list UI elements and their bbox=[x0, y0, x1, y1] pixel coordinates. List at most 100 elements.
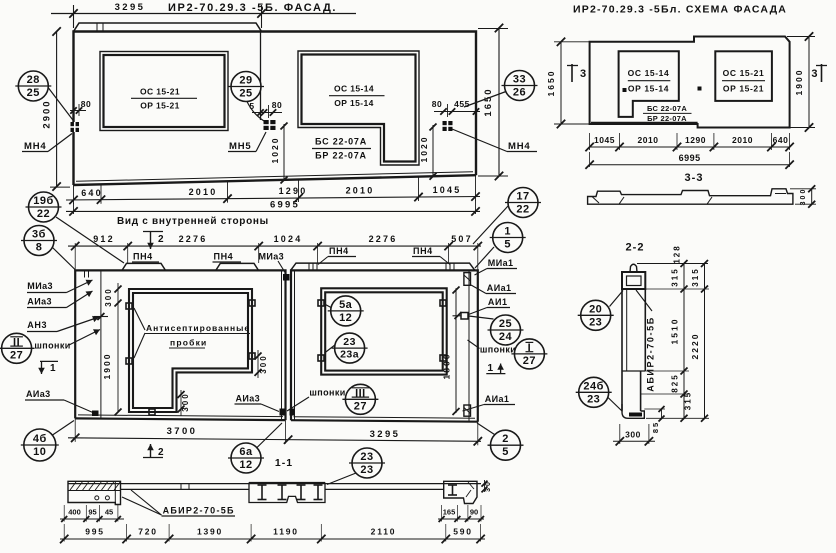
svg-text:19б: 19б bbox=[33, 195, 54, 207]
svg-text:АИа3: АИа3 bbox=[236, 394, 261, 404]
svg-text:80: 80 bbox=[432, 99, 442, 109]
svg-text:825: 825 bbox=[671, 373, 680, 392]
svg-text:80: 80 bbox=[272, 100, 282, 110]
svg-text:МН5: МН5 bbox=[229, 141, 251, 152]
svg-text:300: 300 bbox=[181, 392, 190, 411]
svg-text:МН4: МН4 bbox=[24, 141, 46, 152]
svg-text:3295: 3295 bbox=[115, 2, 146, 13]
svg-text:165: 165 bbox=[443, 508, 456, 517]
svg-text:1290: 1290 bbox=[279, 186, 308, 196]
svg-text:455: 455 bbox=[454, 99, 470, 109]
svg-text:АИа1: АИа1 bbox=[487, 283, 512, 293]
svg-text:Вид с внутренней стороны: Вид с внутренней стороны bbox=[117, 216, 269, 227]
svg-text:БС 22-07А: БС 22-07А bbox=[647, 104, 687, 113]
svg-text:12: 12 bbox=[339, 312, 352, 324]
svg-text:23: 23 bbox=[589, 316, 602, 328]
svg-text:1: 1 bbox=[504, 226, 511, 238]
svg-text:25: 25 bbox=[239, 88, 252, 100]
svg-text:5а: 5а bbox=[339, 299, 353, 311]
svg-text:33: 33 bbox=[513, 74, 526, 86]
svg-text:ОС 15-21: ОС 15-21 bbox=[723, 68, 765, 78]
svg-text:3: 3 bbox=[580, 68, 587, 80]
svg-text:27: 27 bbox=[354, 400, 367, 412]
svg-text:24б: 24б bbox=[583, 380, 604, 392]
svg-text:90: 90 bbox=[470, 508, 478, 517]
svg-text:24: 24 bbox=[499, 331, 513, 343]
svg-text:128: 128 bbox=[672, 244, 681, 263]
svg-text:1-1: 1-1 bbox=[275, 457, 293, 469]
svg-text:20: 20 bbox=[589, 303, 602, 315]
svg-text:ОР 15-14: ОР 15-14 bbox=[334, 98, 374, 108]
svg-text:315: 315 bbox=[691, 267, 700, 286]
svg-text:ОР 15-14: ОР 15-14 bbox=[628, 84, 669, 94]
svg-text:ИР2-70.29.3 -5Бл. СХЕМА ФАСАД: ИР2-70.29.3 -5Бл. СХЕМА ФАСАДА bbox=[573, 4, 787, 16]
svg-text:1: 1 bbox=[50, 363, 56, 374]
svg-text:640: 640 bbox=[81, 188, 103, 198]
svg-text:26: 26 bbox=[513, 87, 526, 99]
svg-text:25: 25 bbox=[27, 87, 40, 99]
svg-text:22: 22 bbox=[516, 204, 529, 216]
svg-text:ПН4: ПН4 bbox=[214, 252, 234, 262]
svg-text:ОС 15-14: ОС 15-14 bbox=[334, 84, 374, 94]
svg-text:22: 22 bbox=[37, 208, 50, 220]
svg-text:6995: 6995 bbox=[679, 153, 701, 163]
svg-text:28: 28 bbox=[27, 74, 40, 86]
svg-text:II: II bbox=[13, 336, 20, 348]
svg-text:2-2: 2-2 bbox=[626, 242, 645, 254]
svg-text:2: 2 bbox=[158, 447, 164, 458]
svg-text:пробки: пробки bbox=[170, 338, 207, 348]
svg-text:ОР 15-21: ОР 15-21 bbox=[723, 84, 764, 94]
svg-text:300: 300 bbox=[104, 287, 113, 306]
svg-text:ПН4: ПН4 bbox=[413, 246, 433, 256]
svg-text:МН4: МН4 bbox=[508, 141, 530, 152]
svg-text:шпонки: шпонки bbox=[480, 345, 516, 355]
svg-text:1: 1 bbox=[488, 363, 494, 374]
svg-text:БР 22-07А: БР 22-07А bbox=[315, 151, 367, 161]
svg-text:ИР2-70.29.3 -5Б. ФАСАД.: ИР2-70.29.3 -5Б. ФАСАД. bbox=[168, 2, 337, 14]
svg-text:315: 315 bbox=[684, 391, 693, 410]
svg-text:АБИР2-70-5Б: АБИР2-70-5Б bbox=[646, 316, 656, 392]
svg-text:29: 29 bbox=[239, 75, 252, 87]
svg-text:507: 507 bbox=[451, 234, 473, 244]
svg-text:I: I bbox=[528, 342, 532, 354]
svg-text:МИа1: МИа1 bbox=[488, 258, 514, 268]
svg-text:2276: 2276 bbox=[179, 234, 208, 244]
svg-text:27: 27 bbox=[10, 349, 23, 361]
svg-text:1650: 1650 bbox=[483, 87, 494, 116]
svg-text:АБИР2-70-5Б: АБИР2-70-5Б bbox=[163, 506, 235, 516]
svg-text:АИа3: АИа3 bbox=[26, 389, 51, 399]
svg-text:3295: 3295 bbox=[370, 429, 401, 440]
svg-text:23а: 23а bbox=[340, 349, 359, 361]
svg-text:МИа3: МИа3 bbox=[27, 281, 53, 291]
svg-text:1390: 1390 bbox=[197, 527, 223, 537]
svg-text:2276: 2276 bbox=[369, 234, 398, 244]
svg-text:27: 27 bbox=[523, 355, 536, 367]
svg-text:1650: 1650 bbox=[546, 70, 556, 97]
svg-text:2010: 2010 bbox=[189, 187, 218, 197]
svg-text:БС 22-07А: БС 22-07А bbox=[315, 137, 367, 147]
svg-text:1020: 1020 bbox=[270, 137, 280, 164]
svg-text:шпонки: шпонки bbox=[34, 341, 70, 351]
svg-text:ОС 15-21: ОС 15-21 bbox=[140, 87, 180, 97]
svg-text:1190: 1190 bbox=[273, 527, 299, 537]
svg-text:590: 590 bbox=[453, 527, 473, 537]
svg-text:3: 3 bbox=[811, 68, 818, 80]
svg-text:95: 95 bbox=[88, 508, 96, 517]
svg-text:1900: 1900 bbox=[102, 353, 112, 380]
svg-text:5: 5 bbox=[502, 446, 509, 458]
svg-text:25: 25 bbox=[499, 318, 512, 330]
svg-text:1020: 1020 bbox=[419, 136, 429, 163]
svg-text:1045: 1045 bbox=[594, 135, 615, 145]
svg-text:ПН4: ПН4 bbox=[133, 252, 153, 262]
svg-text:23: 23 bbox=[343, 336, 356, 348]
svg-text:1024: 1024 bbox=[274, 234, 303, 244]
svg-text:ПН4: ПН4 bbox=[329, 246, 349, 256]
svg-text:ОР 15-21: ОР 15-21 bbox=[140, 101, 180, 111]
svg-text:1800: 1800 bbox=[442, 353, 452, 380]
svg-text:4б: 4б bbox=[33, 433, 47, 445]
svg-text:2010: 2010 bbox=[638, 135, 659, 145]
svg-text:III: III bbox=[355, 387, 366, 399]
svg-text:БР 22-07А: БР 22-07А bbox=[647, 114, 687, 123]
svg-text:30: 30 bbox=[485, 480, 492, 492]
svg-text:АИ1: АИ1 bbox=[488, 297, 508, 307]
